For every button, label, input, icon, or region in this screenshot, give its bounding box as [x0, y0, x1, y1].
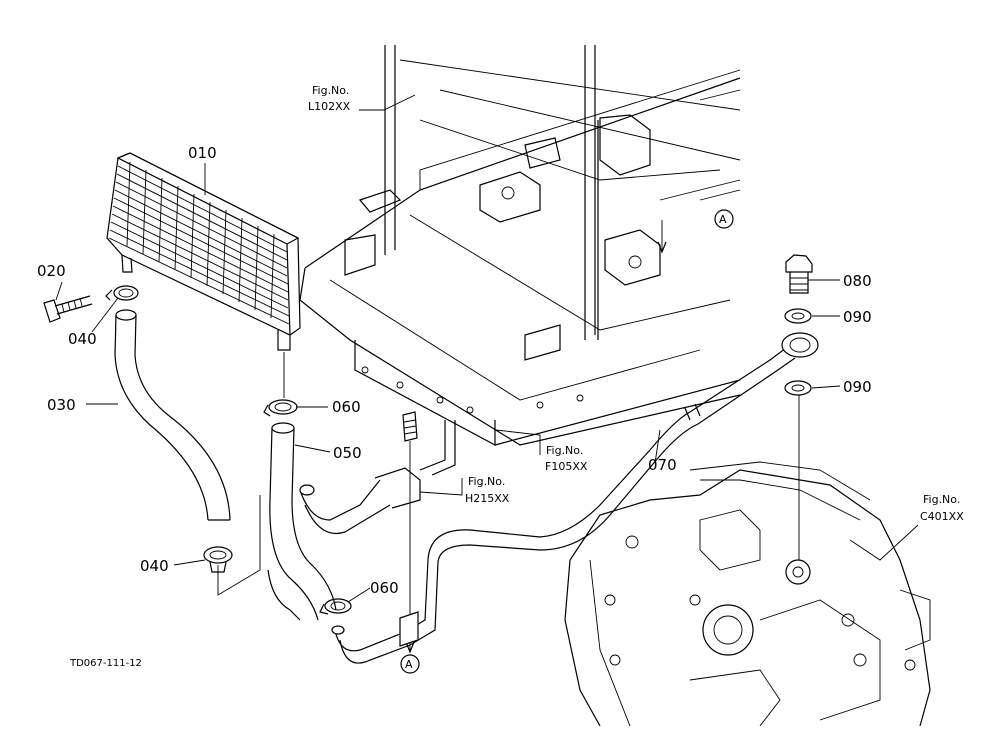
pipe-070 — [331, 332, 819, 664]
svg-text:H215XX: H215XX — [465, 492, 510, 505]
clamp-040-upper — [105, 285, 139, 301]
tractor-frame — [299, 45, 741, 447]
part-label-050: 050 — [333, 444, 362, 462]
fig-reference-l102: Fig.No. L102XX — [308, 84, 351, 113]
oil-cooler-010 — [106, 152, 301, 351]
banjo-bolt-080 — [785, 254, 813, 294]
part-label-040-lower: 040 — [140, 557, 169, 575]
svg-text:C401XX: C401XX — [920, 510, 964, 523]
svg-text:Fig.No.: Fig.No. — [312, 84, 349, 97]
part-label-080: 080 — [843, 272, 872, 290]
assembly-line-030 — [217, 495, 261, 596]
drawing-code: TD067-111-12 — [69, 658, 142, 669]
seal-washer-090-lower — [784, 380, 812, 396]
clamp-060-upper — [263, 399, 298, 417]
hydraulic-hose-h215 — [299, 420, 456, 534]
leader-lines — [55, 94, 919, 603]
svg-text:Fig.No.: Fig.No. — [468, 475, 505, 488]
connection-mark-top: A — [714, 209, 734, 229]
svg-text:A: A — [405, 658, 413, 671]
svg-text:L102XX: L102XX — [308, 100, 351, 113]
clamp-060-lower — [319, 598, 352, 615]
part-label-060-lower: 060 — [370, 579, 399, 597]
fig-reference-h215: Fig.No. H215XX — [465, 475, 510, 505]
hose-030 — [114, 309, 231, 521]
fig-reference-f105: Fig.No. F105XX — [545, 444, 588, 473]
svg-text:Fig.No.: Fig.No. — [546, 444, 583, 457]
part-label-060-upper: 060 — [332, 398, 361, 416]
part-label-030: 030 — [47, 396, 76, 414]
seal-washer-090-upper — [784, 308, 812, 324]
frame-arrow — [657, 220, 667, 254]
bolt-020 — [43, 295, 93, 323]
hose-050 — [267, 422, 337, 621]
part-label-070: 070 — [648, 456, 677, 474]
connection-mark-bottom: A — [400, 654, 420, 674]
svg-text:A: A — [719, 213, 727, 226]
part-label-010: 010 — [188, 144, 217, 162]
transmission-case — [564, 461, 931, 727]
svg-text:Fig.No.: Fig.No. — [923, 493, 960, 506]
part-label-020: 020 — [37, 262, 66, 280]
part-label-090-upper: 090 — [843, 308, 872, 326]
part-label-040-upper: 040 — [68, 330, 97, 348]
svg-text:F105XX: F105XX — [545, 460, 588, 473]
part-label-090-lower: 090 — [843, 378, 872, 396]
fig-reference-c401: Fig.No. C401XX — [920, 493, 964, 523]
